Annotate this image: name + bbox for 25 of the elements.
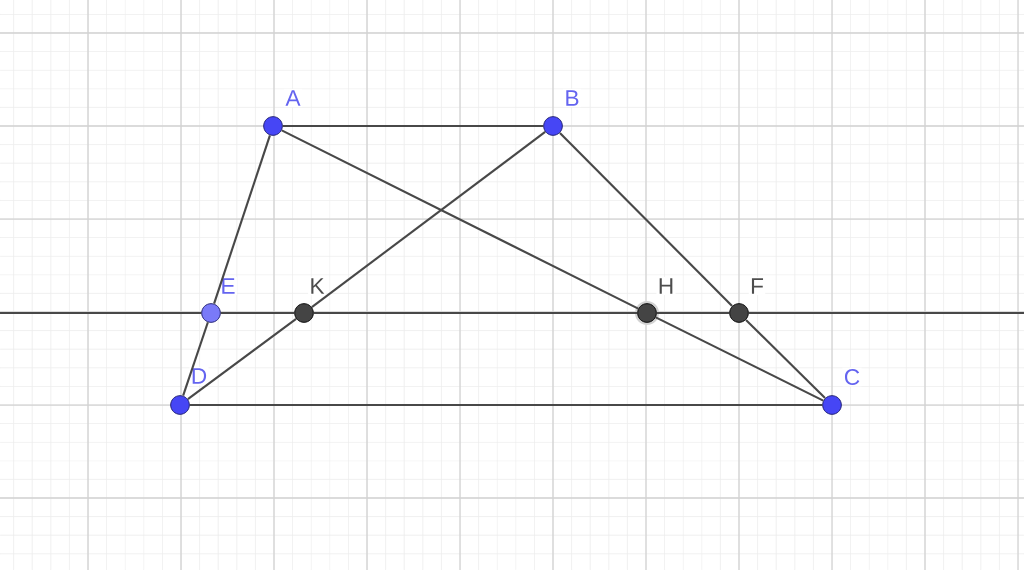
line-segment [220,311,295,315]
line-segment [656,311,730,315]
point-label: B [563,88,581,108]
point [729,303,749,323]
line-segment [745,319,826,399]
line-segment [559,132,733,307]
point [170,395,190,415]
point [294,303,314,323]
point [637,303,657,323]
point-label: A [284,88,302,108]
point [263,116,283,136]
line-segment [213,134,271,305]
point [822,395,842,415]
line-segment [189,403,823,407]
line-segment [0,311,202,315]
line-segment [313,311,638,315]
line-segment [282,124,544,128]
point [201,303,221,323]
line-segment [182,321,209,397]
line-segment [311,131,546,308]
line-segment [655,316,824,402]
line-segment [748,311,1024,315]
line-segment [281,129,639,310]
point [543,116,563,136]
line-segment [187,317,297,400]
